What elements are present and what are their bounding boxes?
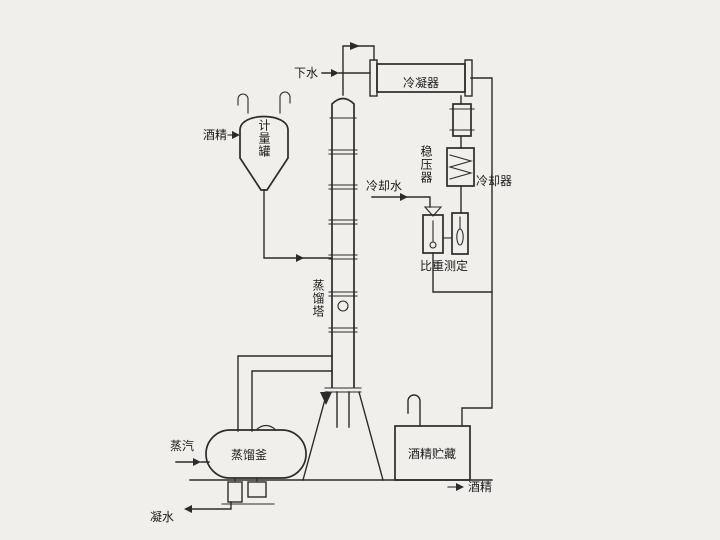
- label-cooler: 冷却器: [476, 174, 512, 188]
- tank-vent-swan-neck: [407, 394, 421, 427]
- label-density-measure: 比重测定: [420, 258, 468, 273]
- distillation-column: [302, 97, 384, 481]
- metering-tank-body: [239, 115, 289, 191]
- densimeter-cylinder-1: [422, 214, 444, 254]
- labels: 下水 冷凝器 稳压器 冷却水 冷却器 比重测定 酒精 计量罐 蒸馏塔 蒸馏釜 蒸…: [150, 66, 512, 524]
- vapor-flow-arrow: [350, 42, 360, 50]
- hydrometer-bulb-icon: [429, 241, 437, 249]
- stabilizer-flanges: [449, 108, 475, 131]
- column-shell: [331, 97, 355, 388]
- densimeter-funnel: [423, 206, 443, 217]
- label-metering-tank: 计量罐: [257, 119, 271, 158]
- kettle-pump-box: [227, 481, 243, 503]
- label-alcohol-storage: 酒精贮藏: [408, 446, 456, 461]
- steam-arrow: [193, 458, 201, 466]
- condenser-left-flange: [369, 59, 378, 97]
- label-condensate: 凝水: [150, 509, 174, 524]
- condenser-right-flange: [464, 59, 473, 97]
- spindle-bulb-icon: [456, 228, 464, 246]
- densimeter-drain-pipe: [432, 252, 493, 293]
- downflow-arrow: [320, 392, 332, 405]
- metering-tank: [239, 115, 289, 191]
- label-distillation-kettle: 蒸馏釜: [231, 447, 267, 462]
- column-flanges: [324, 117, 362, 393]
- kettle-trap-box: [247, 481, 267, 498]
- distillation-kettle: [205, 424, 307, 505]
- stabilizer-body: [452, 103, 472, 137]
- sight-glass-icon: [337, 300, 349, 312]
- cooling-water-pipe: [371, 196, 431, 208]
- drain-water-arrow: [331, 69, 339, 77]
- label-condenser: 冷凝器: [403, 75, 439, 90]
- label-alcohol-feed: 酒精: [203, 128, 227, 142]
- label-cooling-water: 冷却水: [366, 179, 402, 193]
- label-drain-water: 下水: [294, 66, 318, 80]
- kettle-return-pipe: [251, 370, 333, 432]
- densimeter-cylinder-2: [451, 212, 469, 255]
- pressure-stabilizer: [449, 103, 475, 137]
- condenser: [369, 59, 473, 97]
- kettle-manhole: [255, 424, 277, 431]
- label-alcohol-out: 酒精: [468, 480, 492, 494]
- piping: [175, 42, 493, 513]
- kettle-riser-pipe: [237, 355, 333, 432]
- cooler-coil-icon: [447, 154, 474, 180]
- feed-pipe: [263, 189, 333, 259]
- alcohol-feed-arrow: [232, 131, 240, 139]
- column-skirt: [302, 391, 384, 481]
- condensate-drain-arrow: [184, 505, 192, 513]
- cooler-body: [446, 147, 475, 187]
- metering-tank-vents: [237, 91, 291, 114]
- cooling-water-arrow: [400, 193, 408, 201]
- feed-flow-arrow: [296, 254, 304, 262]
- alcohol-out-arrow: [456, 483, 464, 491]
- cooler: [446, 147, 475, 187]
- condensate-main-pipe: [461, 77, 493, 427]
- label-distillation-column: 蒸馏塔: [311, 279, 325, 318]
- density-measurement: [422, 206, 469, 255]
- label-steam: 蒸汽: [170, 438, 194, 453]
- label-pressure-stabilizer: 稳压器: [419, 144, 433, 184]
